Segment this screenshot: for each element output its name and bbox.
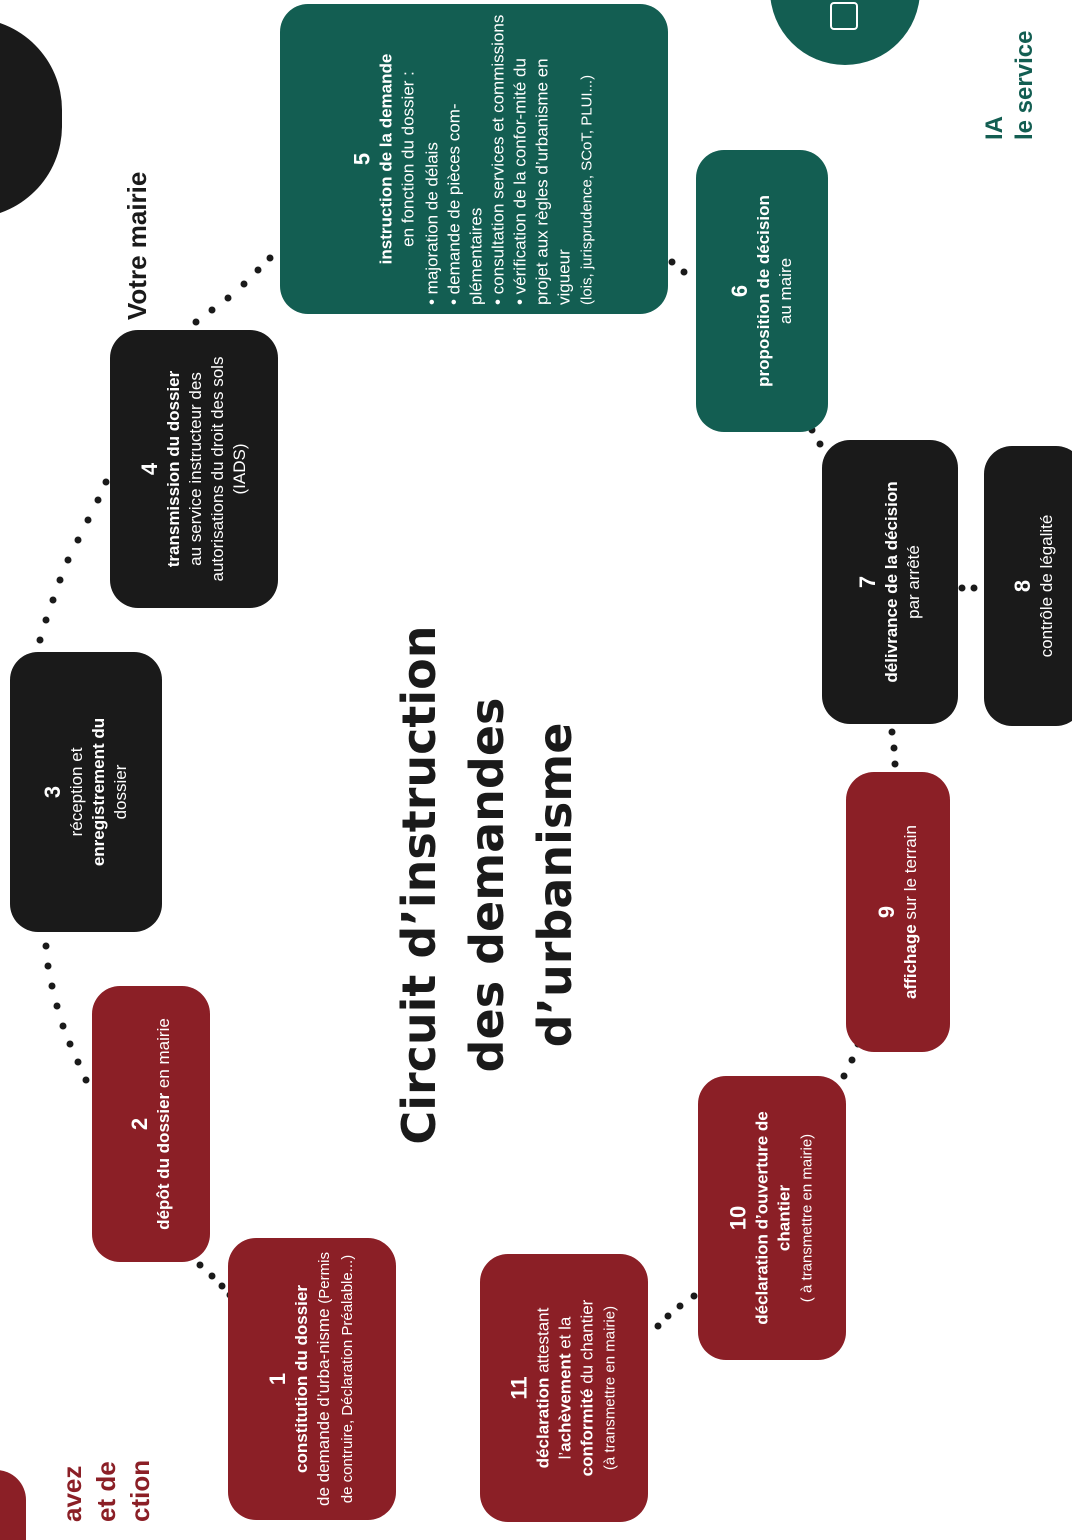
service-label: IA le service	[981, 30, 1038, 140]
step-4-box: 4 transmission du dossier au service ins…	[110, 330, 278, 608]
step-2-box: 2 dépôt du dossier en mairie	[92, 986, 210, 1262]
step-10-box: 10 déclaration d’ouverture de chantier (…	[698, 1076, 846, 1360]
mairie-label: Votre mairie	[122, 171, 152, 320]
step-7-box: 7 délivrance de la décision par arrêté	[822, 440, 958, 724]
step-3-box: 3 réception et enregistrement du dossier	[10, 652, 162, 932]
step-1-box: 1 constitution du dossier de demande d’u…	[228, 1238, 396, 1520]
step-9-box: 9 affichage sur le terrain	[846, 772, 950, 1052]
step-11-box: 11 déclaration attestant l’achèvement et…	[480, 1254, 648, 1522]
step-8-box: 8 contrôle de légalité	[984, 446, 1072, 726]
left-cutoff-text: avez et de ction	[57, 1459, 155, 1522]
step-6-box: 6 proposition de décision au maire	[696, 150, 828, 432]
diagram-title-text: Circuit d’instruction des demandes d’urb…	[392, 625, 582, 1145]
